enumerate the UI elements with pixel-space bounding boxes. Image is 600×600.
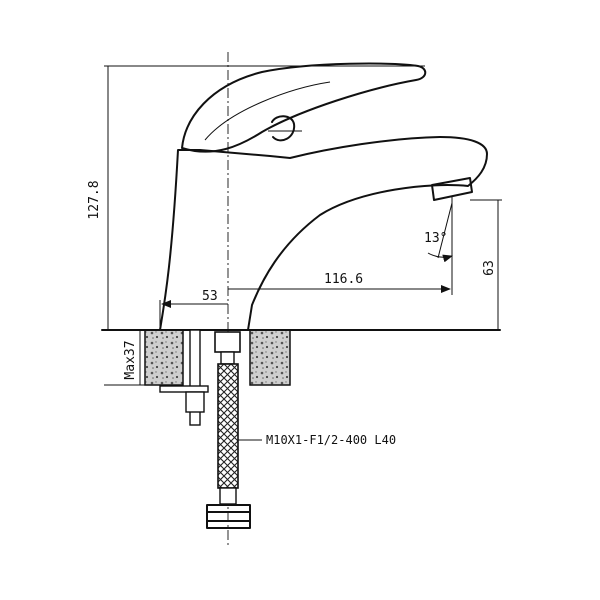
hose-top-thread: [220, 351, 235, 365]
countertop-section: [101, 329, 501, 386]
hose-top-nut: [214, 331, 241, 353]
stud-rod: [189, 329, 201, 426]
spout-reach-label: 116.6: [324, 272, 363, 287]
countertop-right: [249, 329, 291, 386]
hose-ferrule: [219, 487, 237, 505]
hose-bottom-nut: [206, 504, 251, 529]
hose-spec-callout: M10X1-F1/2-400 L40: [238, 433, 396, 447]
spout-height-label: 63: [482, 260, 497, 276]
faucet-body: [159, 136, 488, 331]
aerator: [431, 177, 473, 201]
dimension-overall-height: 127.8: [87, 65, 425, 330]
supply-hose-assembly: [206, 331, 251, 529]
hose-spec-label: M10X1-F1/2-400 L40: [266, 433, 396, 447]
countertop-left: [144, 329, 184, 386]
base-offset-label: 53: [202, 289, 218, 304]
lever-inner-line: [204, 81, 331, 141]
counter-thickness-label: Max37: [123, 340, 138, 379]
spout-angle-label: 13°: [424, 231, 447, 246]
dimension-base-offset: 53: [159, 289, 228, 330]
dimension-spout-angle: 13°: [424, 202, 453, 263]
dimension-spout-reach: 116.6: [228, 203, 453, 295]
dimension-spout-height: 63: [470, 199, 502, 330]
braided-hose: [217, 363, 239, 489]
lever-handle: [181, 62, 427, 153]
overall-height-label: 127.8: [87, 180, 102, 219]
lever-hinge: [271, 115, 296, 142]
mounting-stud: [159, 329, 209, 426]
stud-nut: [185, 391, 205, 413]
dimension-counter-thickness: Max37: [104, 330, 145, 386]
stud-washer: [159, 385, 209, 393]
